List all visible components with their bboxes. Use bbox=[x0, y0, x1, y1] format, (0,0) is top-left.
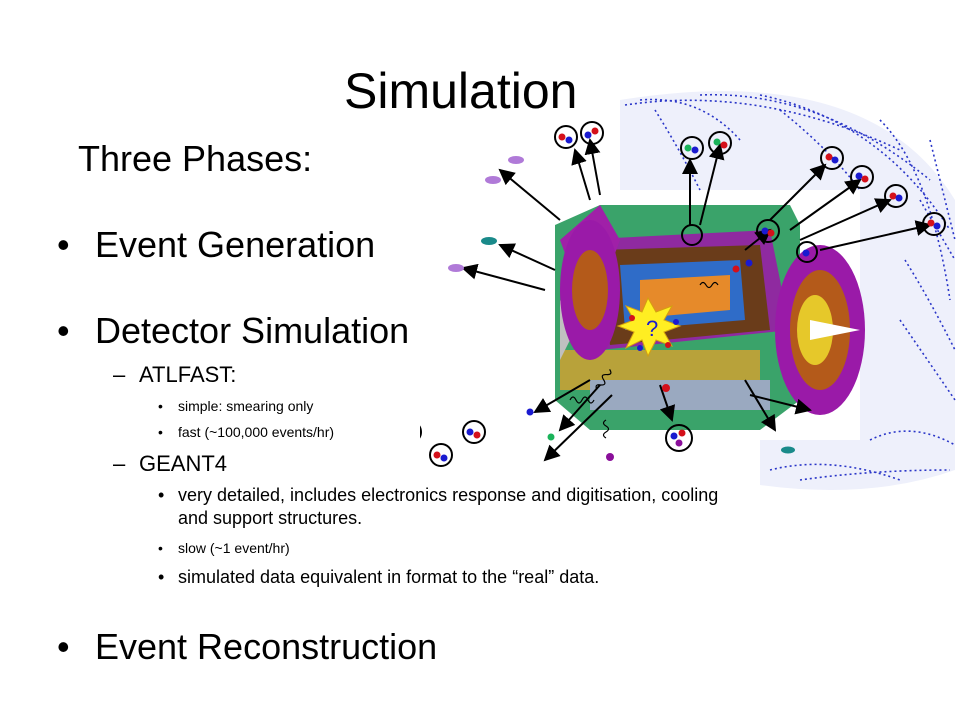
bullet-label: Detector Simulation bbox=[95, 310, 410, 351]
bullet-event-generation: • Event Generation bbox=[57, 224, 376, 266]
particle-arrows bbox=[461, 138, 932, 462]
point-geant4-detailed-cont: and support structures. bbox=[178, 508, 362, 529]
sub-bullet-label: ATLFAST: bbox=[139, 362, 237, 387]
bullet-marker: • bbox=[57, 224, 70, 265]
point-label: and support structures. bbox=[178, 508, 363, 528]
sub-bullet-atlfast: – ATLFAST: bbox=[113, 362, 237, 388]
detector-body bbox=[555, 205, 865, 430]
point-label: simple: smearing only bbox=[178, 398, 314, 414]
bullet-marker: • bbox=[57, 626, 70, 667]
slide-subtitle: Three Phases: bbox=[78, 138, 313, 179]
point-label: simulated data equivalent in format to t… bbox=[178, 567, 600, 587]
atlas-detector-illustration: ? bbox=[420, 91, 956, 490]
sub-bullet-marker: – bbox=[113, 362, 126, 387]
point-label: fast (~100,000 events/hr) bbox=[178, 424, 335, 440]
particles bbox=[420, 121, 946, 467]
point-atlfast-smearing: • simple: smearing only bbox=[158, 398, 314, 414]
point-geant4-detailed: • very detailed, includes electronics re… bbox=[158, 485, 719, 506]
point-marker: • bbox=[158, 567, 165, 587]
collision-question-mark: ? bbox=[646, 316, 658, 341]
point-marker: • bbox=[158, 540, 163, 556]
point-label: slow (~1 event/hr) bbox=[178, 540, 290, 556]
point-marker: • bbox=[158, 485, 165, 505]
point-marker: • bbox=[158, 398, 163, 414]
point-label: very detailed, includes electronics resp… bbox=[178, 485, 719, 505]
event-display-background bbox=[620, 91, 956, 490]
point-atlfast-fast: • fast (~100,000 events/hr) bbox=[158, 424, 335, 440]
bullet-label: Event Reconstruction bbox=[95, 626, 438, 667]
bullet-detector-simulation: • Detector Simulation bbox=[57, 310, 410, 352]
point-marker: • bbox=[158, 424, 163, 440]
photon-squiggles bbox=[569, 281, 719, 439]
slide-title: Simulation bbox=[344, 63, 578, 119]
point-geant4-format: • simulated data equivalent in format to… bbox=[158, 567, 600, 588]
sub-bullet-marker: – bbox=[113, 451, 126, 476]
bullet-event-reconstruction: • Event Reconstruction bbox=[57, 626, 438, 668]
bullet-marker: • bbox=[57, 310, 70, 351]
collision-burst: ? bbox=[616, 296, 682, 358]
point-geant4-slow: • slow (~1 event/hr) bbox=[158, 540, 290, 556]
bullet-label: Event Generation bbox=[95, 224, 376, 265]
sub-bullet-geant4: – GEANT4 bbox=[113, 451, 228, 477]
sub-bullet-label: GEANT4 bbox=[139, 451, 228, 476]
